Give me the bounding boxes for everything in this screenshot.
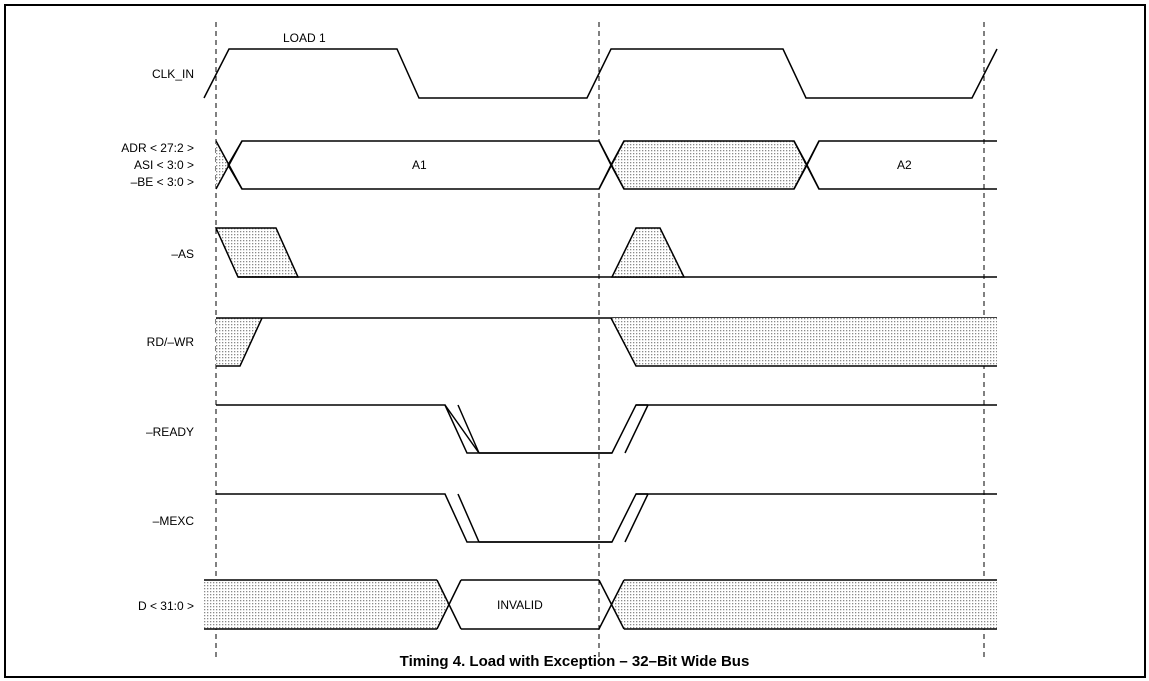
annotation-a2: A2 bbox=[897, 158, 912, 172]
signal-label-rdwr: RD/–WR bbox=[146, 335, 194, 349]
adr-transition-fill bbox=[610, 140, 808, 190]
signal-label-clk-in: CLK_IN bbox=[151, 67, 194, 81]
rdwr-waveform bbox=[216, 317, 997, 367]
data-bus-waveform bbox=[204, 579, 997, 630]
signal-label-as: –AS bbox=[171, 247, 194, 261]
mexc-waveform bbox=[216, 493, 997, 543]
adr-invalid-fill bbox=[216, 141, 228, 189]
annotation-a1: A1 bbox=[412, 158, 427, 172]
ready-waveform bbox=[216, 404, 997, 454]
annotation-invalid: INVALID bbox=[497, 598, 543, 612]
address-bus-waveform bbox=[215, 140, 997, 190]
signal-label-asi: ASI < 3:0 > bbox=[133, 158, 194, 172]
figure-caption: Timing 4. Load with Exception – 32–Bit W… bbox=[399, 653, 750, 670]
annotation-load1: LOAD 1 bbox=[283, 31, 326, 45]
clk-in-waveform bbox=[203, 48, 998, 99]
signal-label-ready: –READY bbox=[145, 425, 194, 439]
signal-label-adr: ADR < 27:2 > bbox=[121, 141, 194, 155]
as-waveform bbox=[214, 227, 997, 278]
signal-label-d: D < 31:0 > bbox=[137, 599, 194, 613]
signal-label-mexc: –MEXC bbox=[152, 514, 194, 528]
diagram-frame bbox=[4, 4, 1146, 678]
signal-label-be: –BE < 3:0 > bbox=[130, 175, 194, 189]
